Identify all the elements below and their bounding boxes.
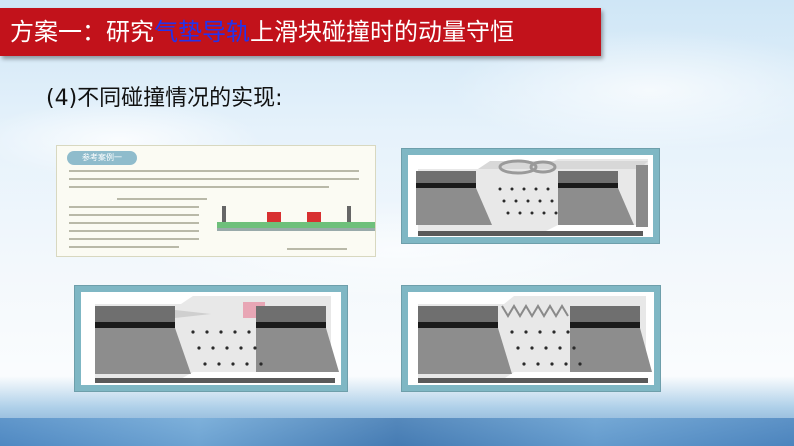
text-line	[69, 246, 179, 248]
ring-collision-illustration	[416, 159, 648, 236]
text-line	[69, 238, 199, 240]
air-track	[217, 222, 375, 228]
text-line	[69, 170, 359, 172]
text-line	[69, 222, 199, 224]
text-line	[69, 206, 199, 208]
textbook-excerpt-image: 参考案例一	[56, 145, 376, 257]
subheading: (4)不同碰撞情况的实现:	[46, 86, 283, 111]
scene	[408, 292, 654, 385]
needle-collision-illustration	[95, 296, 339, 383]
background-wave-strip	[0, 418, 794, 446]
panel-needle-collision	[74, 285, 348, 392]
scene	[81, 292, 341, 385]
photogate	[347, 206, 351, 224]
textbook-tag: 参考案例一	[67, 151, 137, 165]
page-title: 方案一：研究气垫导轨上滑块碰撞时的动量守恒	[10, 17, 514, 47]
text-line	[69, 230, 199, 232]
text-line	[117, 198, 207, 200]
panel-ring-collision	[401, 148, 660, 244]
slider-block	[307, 212, 321, 222]
title-bar: 方案一：研究气垫导轨上滑块碰撞时的动量守恒	[0, 8, 601, 56]
scene	[408, 155, 653, 237]
title-highlight: 气垫导轨	[154, 18, 250, 46]
text-line	[69, 186, 329, 188]
title-prefix: 方案一：研究	[10, 18, 154, 46]
caption-line	[287, 248, 347, 250]
slider-block	[267, 212, 281, 222]
photogate	[222, 206, 226, 224]
panel-spring-collision	[401, 285, 661, 392]
track-rail	[217, 228, 375, 231]
spring-collision-illustration	[418, 296, 652, 383]
text-line	[69, 178, 359, 180]
title-suffix: 上滑块碰撞时的动量守恒	[250, 18, 514, 46]
text-line	[69, 214, 199, 216]
